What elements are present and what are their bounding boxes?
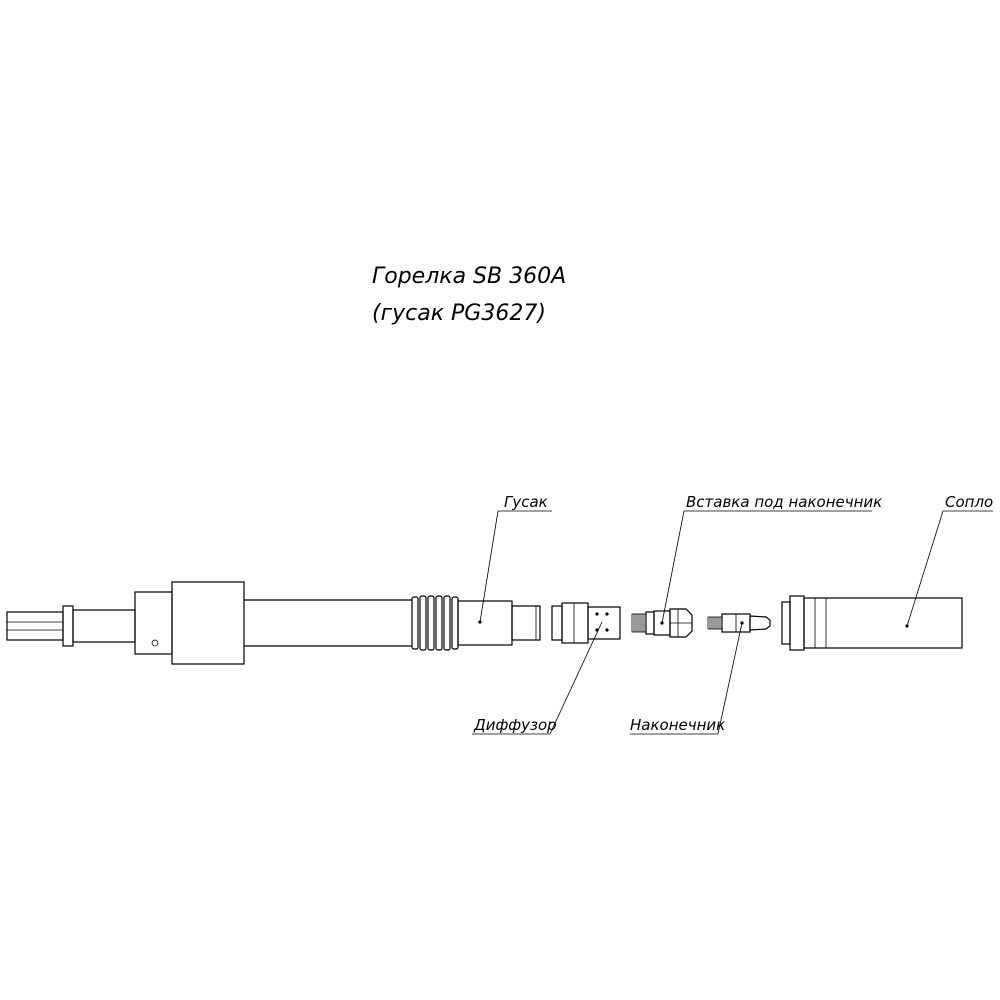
tip-insert-part [631, 608, 693, 638]
title-line-2: (гусак PG3627) [372, 301, 546, 326]
gooseneck-ribs [411, 595, 541, 651]
label-gusak: Гусак [504, 493, 548, 511]
diffuser-part [551, 602, 621, 644]
label-soplo: Сопло [945, 493, 993, 511]
label-vstavka: Вставка под наконечник [686, 493, 882, 511]
label-nakonechnik: Наконечник [630, 716, 725, 734]
torch-body [6, 581, 412, 665]
label-diffuzor: Диффузор [473, 716, 557, 734]
contact-tip-part [707, 613, 771, 633]
leader-lines [472, 510, 993, 735]
title-line-1: Горелка SB 360A [372, 264, 566, 289]
nozzle-part [781, 595, 963, 651]
